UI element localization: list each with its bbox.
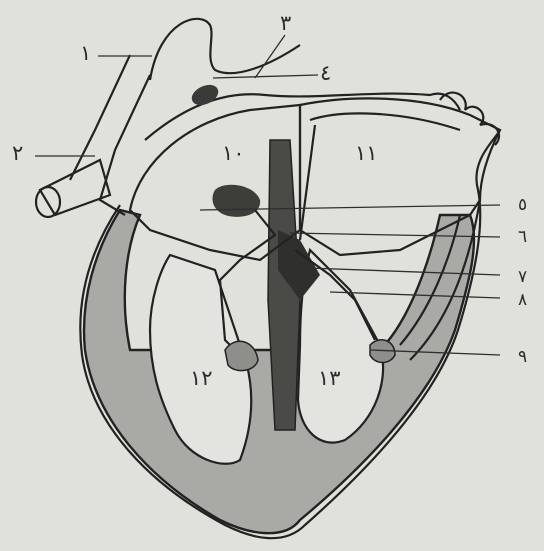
- label-7: ٧: [518, 267, 527, 287]
- label-10: ١٠: [222, 141, 245, 165]
- label-11: ١١: [355, 141, 378, 165]
- label-5: ٥: [518, 195, 527, 215]
- label-13: ١٣: [318, 366, 341, 390]
- label-6: ٦: [518, 227, 527, 247]
- label-4: ٤: [320, 61, 331, 85]
- label-8: ٨: [518, 290, 527, 310]
- label-9: ٩: [518, 347, 527, 367]
- label-2: ٢: [12, 141, 23, 165]
- label-3: ٣: [280, 11, 291, 35]
- label-1: ١: [80, 41, 91, 65]
- label-12: ١٢: [190, 366, 213, 390]
